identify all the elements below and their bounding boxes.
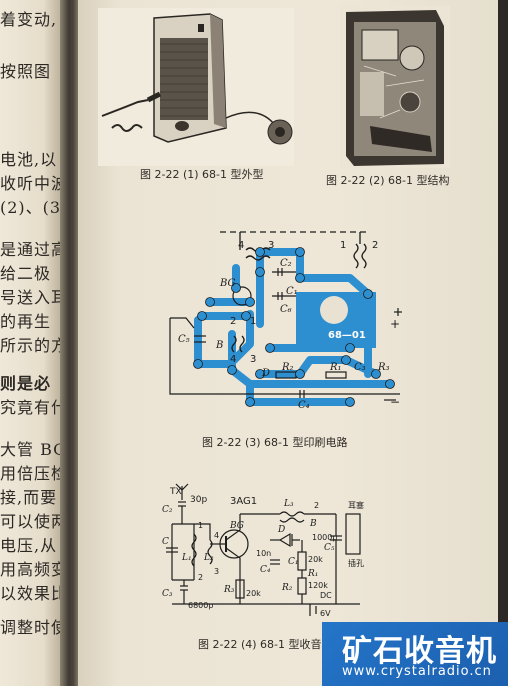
pcb-label: R₁ <box>329 362 342 373</box>
pcb-label: D <box>261 368 270 379</box>
left-text-line: 接,而要 <box>0 488 58 507</box>
pcb-label: BG <box>219 278 236 289</box>
schematic-label: 2 <box>314 501 319 510</box>
schematic-label: R₁ <box>307 569 318 579</box>
left-text-line: 用倍压检 <box>0 464 62 483</box>
schematic-label: C₁ <box>288 557 299 567</box>
pcb-label: C₄ <box>298 400 310 411</box>
schematic-label: R₃ <box>223 585 235 595</box>
pcb-label: − <box>390 395 400 409</box>
radio-schematic: TX 30p C₂ 1 2 3AG1 L₃ 2 B 耳塞 插孔 BG 4 C L… <box>162 483 364 618</box>
left-text-line: 给二极 <box>0 264 52 283</box>
left-text-line: 究竟有什 <box>0 398 62 417</box>
pcb-label: + <box>390 317 400 331</box>
pcb-label: 3 <box>250 354 256 365</box>
left-text-line: 按照图 <box>0 62 52 81</box>
pcb-label: R₃ <box>377 362 390 373</box>
watermark-title: 矿石收音机 <box>342 634 497 669</box>
schematic-label: L₂ <box>203 553 214 563</box>
left-page: 着变动, 按照图 电池,以 收听中波 (2)、(3) 是通过高 给二极 号送入耳… <box>0 0 62 686</box>
schematic-label: BG <box>229 521 244 531</box>
left-text-line: 大管 BG <box>0 440 62 459</box>
schematic-label: C <box>162 537 169 547</box>
schematic-label: 6800p <box>188 601 213 610</box>
pcb-diagram: 68—01 <box>169 231 402 411</box>
pcb-label: C₆ <box>280 304 292 315</box>
pcb-label: 2 <box>230 316 236 327</box>
pcb-label: 1 <box>250 316 256 327</box>
pcb-solder-pads <box>193 247 395 407</box>
schematic-label: 插孔 <box>348 558 364 568</box>
pcb-label: 4 <box>238 240 244 251</box>
pcb-label: 3 <box>268 240 274 251</box>
schematic-label: C₅ <box>324 543 335 553</box>
schematic-label: 2 <box>198 573 203 582</box>
watermark-url: www.crystalradio.cn <box>342 664 492 679</box>
pcb-label: 2 <box>372 240 378 251</box>
pcb-label: C₃ <box>354 362 366 373</box>
left-text-line: 号送入耳 <box>0 288 62 307</box>
schematic-label: 20k <box>308 555 323 564</box>
schematic-label: 1 <box>198 521 203 530</box>
pcb-label: 1 <box>340 240 346 251</box>
pcb-component-outlines <box>169 268 402 401</box>
pcb-board-label: 68—01 <box>328 330 366 341</box>
radio-structure-illustration <box>340 6 450 168</box>
schematic-label: B <box>309 519 317 529</box>
figure-2-caption: 图 2-22 (2) 68-1 型结构 <box>326 174 450 187</box>
left-text-line: 着变动, <box>0 10 58 29</box>
radio-exterior-illustration <box>98 8 294 166</box>
left-text-line: 调整时使 <box>0 618 62 637</box>
left-text-line: 以效果比 <box>0 584 62 603</box>
schematic-label: 10n <box>256 549 271 558</box>
left-text-line: 电池,以 <box>0 150 58 169</box>
pcb-label: C₁ <box>286 286 298 297</box>
pcb-label: B <box>215 340 223 351</box>
schematic-label: 4 <box>214 531 219 540</box>
schematic-label: 6V <box>320 609 331 618</box>
site-watermark <box>322 622 508 686</box>
left-text-line: 收听中波 <box>0 174 62 193</box>
left-text-line: 的再生 <box>0 312 52 331</box>
schematic-label: C₃ <box>162 589 173 599</box>
figure-3-caption: 图 2-22 (3) 68-1 型印刷电路 <box>202 436 348 449</box>
schematic-wires <box>166 483 361 616</box>
schematic-label: R₂ <box>281 583 293 593</box>
schematic-label: C₄ <box>260 565 271 575</box>
schematic-label: 120k <box>308 581 328 590</box>
pcb-label: 4 <box>230 354 236 365</box>
left-text-line: 是通过高 <box>0 240 62 259</box>
schematic-label: 1000p <box>312 533 337 542</box>
left-text-line: 电压,从 <box>0 536 58 555</box>
left-text-line: 可以使两 <box>0 512 62 531</box>
pcb-coils <box>220 231 370 353</box>
pcb-label: R₂ <box>281 362 294 373</box>
schematic-label: DC <box>320 591 332 600</box>
schematic-label: L₃ <box>283 499 294 509</box>
pcb-board-pad: 68—01 <box>296 292 376 348</box>
schematic-label: 20k <box>246 589 261 598</box>
pcb-label: C₅ <box>178 334 190 345</box>
schematic-label: C₂ <box>162 505 173 515</box>
schematic-label: 30p <box>190 495 207 505</box>
left-text-line: (2)、(3) <box>0 198 62 217</box>
schematic-label: 3AG1 <box>230 496 257 507</box>
schematic-label: L₁ <box>181 553 192 563</box>
figure-1-caption: 图 2-22 (1) 68-1 型外型 <box>140 168 264 181</box>
pcb-label: C₂ <box>280 258 292 269</box>
left-text-line: 所示的方 <box>0 336 62 355</box>
schematic-label: 耳塞 <box>348 500 364 510</box>
schematic-label: 3 <box>214 567 219 576</box>
book-gutter <box>60 0 82 686</box>
left-text-line: 则是必 <box>0 374 52 393</box>
schematic-label: D <box>277 525 285 535</box>
left-text-line: 用高频变 <box>0 560 62 579</box>
schematic-label: TX <box>169 487 182 497</box>
